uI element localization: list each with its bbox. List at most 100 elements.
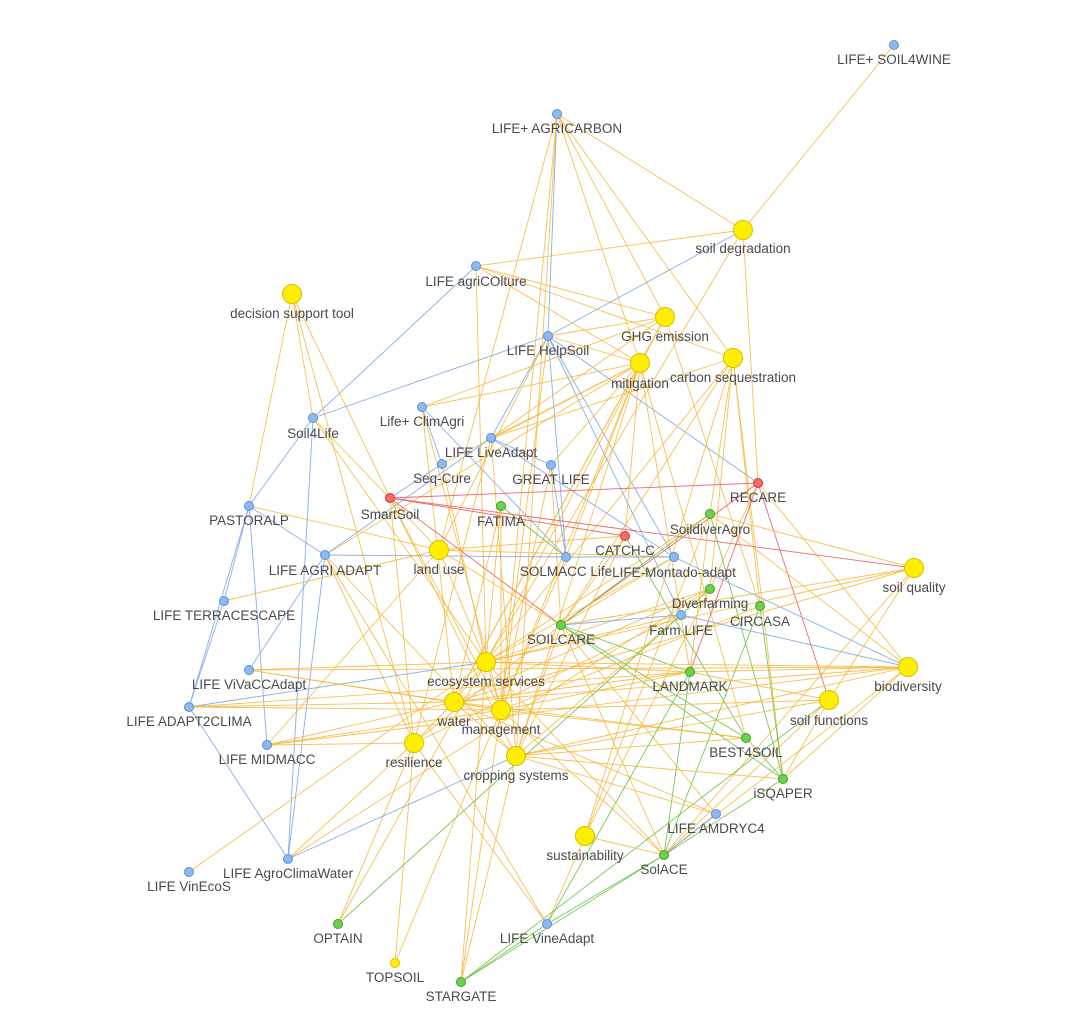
- node-marker[interactable]: [685, 667, 695, 677]
- node-marker[interactable]: [898, 657, 918, 677]
- node-cropping-systems[interactable]: cropping systems: [463, 746, 569, 784]
- node-catch-c[interactable]: CATCH-C: [595, 531, 655, 559]
- node-marker[interactable]: [282, 284, 302, 304]
- node-life-agri-adapt[interactable]: LIFE AGRI ADAPT: [269, 550, 382, 579]
- node-solace[interactable]: SolACE: [640, 850, 688, 878]
- node-circasa[interactable]: CIRCASA: [730, 601, 790, 630]
- node-soil-quality[interactable]: soil quality: [882, 558, 946, 596]
- node-montado[interactable]: LIFE-Montado-adapt: [612, 552, 736, 581]
- node-ghg-emission[interactable]: GHG emission: [621, 307, 709, 345]
- node-life-agricolture[interactable]: LIFE agriCOlture: [425, 261, 527, 290]
- node-marker[interactable]: [385, 493, 395, 503]
- node-marker[interactable]: [219, 596, 229, 606]
- node-marker[interactable]: [471, 261, 481, 271]
- node-pastoralp[interactable]: PASTORALP: [209, 501, 289, 529]
- node-marker[interactable]: [184, 867, 194, 877]
- node-marker[interactable]: [546, 460, 556, 470]
- node-carbon-seq[interactable]: carbon sequestration: [670, 348, 796, 386]
- node-life-soil4wine[interactable]: LIFE+ SOIL4WINE: [837, 40, 951, 68]
- node-marker[interactable]: [655, 307, 675, 327]
- node-marker[interactable]: [417, 402, 427, 412]
- node-resilience[interactable]: resilience: [385, 733, 443, 771]
- node-management[interactable]: management: [462, 700, 541, 738]
- node-marker[interactable]: [904, 558, 924, 578]
- node-life-helpsoil[interactable]: LIFE HelpSoil: [507, 331, 590, 359]
- node-marker[interactable]: [476, 652, 496, 672]
- node-marker[interactable]: [456, 977, 466, 987]
- node-marker[interactable]: [556, 620, 566, 630]
- node-ecosystem-services[interactable]: ecosystem services: [427, 652, 545, 690]
- node-life-adapt2clima[interactable]: LIFE ADAPT2CLIMA: [126, 702, 252, 730]
- node-marker[interactable]: [491, 700, 511, 720]
- node-marker[interactable]: [390, 958, 400, 968]
- node-life-vivaccadapt[interactable]: LIFE ViVaCCAdapt: [192, 665, 307, 693]
- node-water[interactable]: water: [436, 692, 471, 730]
- node-marker[interactable]: [669, 552, 679, 562]
- node-life-agroclimawater[interactable]: LIFE AgroClimaWater: [223, 854, 354, 882]
- node-marker[interactable]: [561, 552, 571, 562]
- node-decision-support[interactable]: decision support tool: [230, 284, 354, 322]
- node-marker[interactable]: [630, 353, 650, 373]
- node-marker[interactable]: [575, 826, 595, 846]
- node-marker[interactable]: [244, 501, 254, 511]
- node-marker[interactable]: [753, 478, 763, 488]
- node-marker[interactable]: [723, 348, 743, 368]
- node-soil4life[interactable]: Soil4Life: [287, 413, 339, 442]
- node-soilcare[interactable]: SOILCARE: [527, 620, 595, 648]
- node-seq-cure[interactable]: Seq-Cure: [413, 459, 471, 487]
- node-marker[interactable]: [308, 413, 318, 423]
- node-landmark[interactable]: LANDMARK: [652, 667, 728, 695]
- node-marker[interactable]: [404, 733, 424, 753]
- node-farm-life[interactable]: Farm LIFE: [649, 610, 713, 639]
- node-best4soil[interactable]: BEST4SOIL: [709, 733, 783, 761]
- node-marker[interactable]: [486, 433, 496, 443]
- node-soil-degradation[interactable]: soil degradation: [695, 220, 791, 257]
- node-diverfarming[interactable]: Diverfarming: [672, 584, 749, 612]
- node-land-use[interactable]: land use: [413, 540, 465, 578]
- node-marker[interactable]: [244, 665, 254, 675]
- node-mitigation[interactable]: mitigation: [611, 353, 669, 392]
- node-marker[interactable]: [659, 850, 669, 860]
- node-life-climagri[interactable]: Life+ ClimAgri: [380, 402, 464, 430]
- node-soildiveragro[interactable]: SoildiverAgro: [670, 509, 750, 538]
- node-life-vinecos[interactable]: LIFE VinEcoS: [147, 867, 231, 895]
- node-life-liveadapt[interactable]: LIFE LiveAdapt: [445, 433, 538, 461]
- node-marker[interactable]: [542, 919, 552, 929]
- node-life-amdryc4[interactable]: LIFE AMDRYC4: [667, 809, 765, 837]
- node-marker[interactable]: [819, 690, 839, 710]
- node-biodiversity[interactable]: biodiversity: [874, 657, 942, 695]
- node-marker[interactable]: [676, 610, 686, 620]
- node-marker[interactable]: [711, 809, 721, 819]
- node-marker[interactable]: [320, 550, 330, 560]
- node-life-vineadapt[interactable]: LIFE VineAdapt: [500, 919, 595, 947]
- node-stargate[interactable]: STARGATE: [426, 977, 497, 1005]
- node-marker[interactable]: [444, 692, 464, 712]
- node-life-terracescape[interactable]: LIFE TERRACESCAPE: [153, 596, 295, 624]
- node-marker[interactable]: [755, 601, 765, 611]
- node-fatima[interactable]: FATIMA: [477, 501, 525, 530]
- node-marker[interactable]: [333, 919, 343, 929]
- node-marker[interactable]: [778, 774, 788, 784]
- node-marker[interactable]: [506, 746, 526, 766]
- node-life-midmacc[interactable]: LIFE MIDMACC: [219, 740, 316, 768]
- node-isqaper[interactable]: iSQAPER: [753, 774, 813, 802]
- node-marker[interactable]: [184, 702, 194, 712]
- node-marker[interactable]: [283, 854, 293, 864]
- node-marker[interactable]: [552, 109, 562, 119]
- node-life-agricarbon[interactable]: LIFE+ AGRICARBON: [492, 109, 622, 137]
- node-great-life[interactable]: GREAT LIFE: [512, 460, 590, 488]
- node-marker[interactable]: [733, 220, 753, 240]
- node-recare[interactable]: RECARE: [730, 478, 786, 506]
- node-marker[interactable]: [262, 740, 272, 750]
- node-marker[interactable]: [620, 531, 630, 541]
- node-marker[interactable]: [543, 331, 553, 341]
- node-soil-functions[interactable]: soil functions: [790, 690, 868, 729]
- node-optain[interactable]: OPTAIN: [313, 919, 363, 947]
- node-marker[interactable]: [437, 459, 447, 469]
- node-marker[interactable]: [429, 540, 449, 560]
- node-topsoil[interactable]: TOPSOIL: [366, 958, 425, 986]
- node-marker[interactable]: [741, 733, 751, 743]
- node-solmacc[interactable]: SOLMACC Life: [520, 552, 612, 580]
- node-marker[interactable]: [496, 501, 506, 511]
- node-sustainability[interactable]: sustainability: [546, 826, 624, 864]
